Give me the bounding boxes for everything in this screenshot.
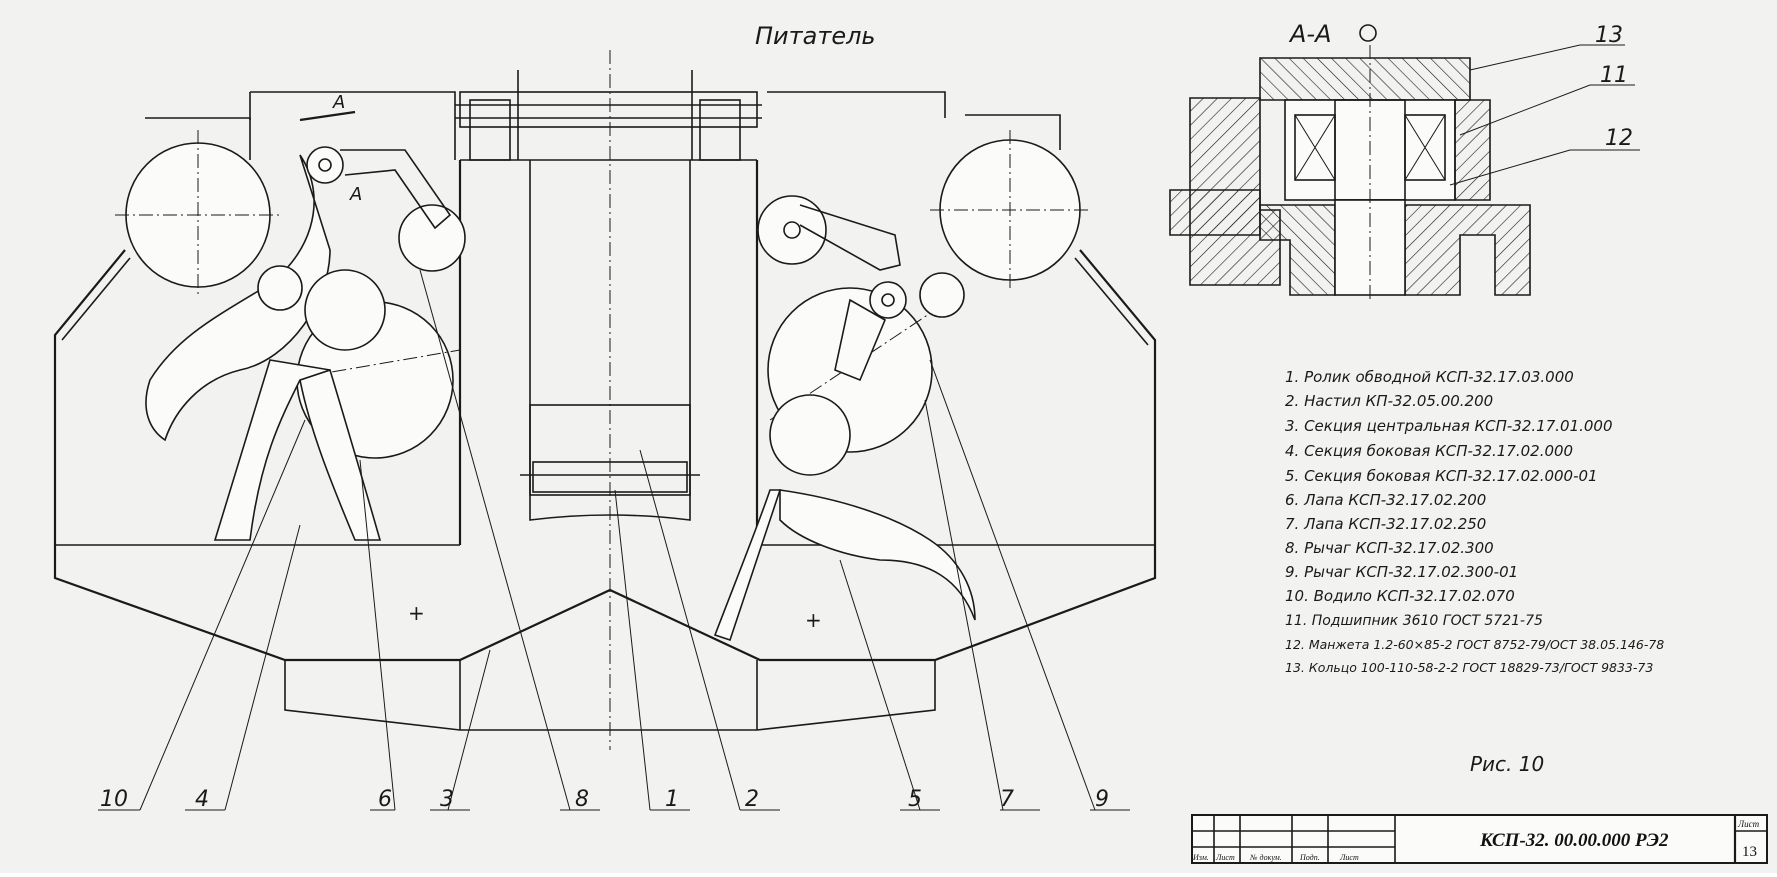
parts-list-item: 6. Лапа КСП-32.17.02.200 [1285, 491, 1486, 509]
callout-2: 2 [745, 787, 759, 812]
tb-col-date: Лист [1339, 853, 1359, 862]
title-block: Изм. Лист № докум. Подп. Лист КСП-32. 00… [1191, 814, 1768, 864]
callout-7: 7 [1000, 787, 1014, 812]
parts-list-item: 9. Рычаг КСП-32.17.02.300-01 [1285, 563, 1518, 581]
tb-col-sign: Подп. [1299, 853, 1320, 862]
callout-10: 10 [100, 787, 128, 812]
figure-caption: Рис. 10 [1470, 752, 1544, 776]
parts-list-item: 13. Кольцо 100-110-58-2-2 ГОСТ 18829-73/… [1285, 660, 1653, 675]
tb-col-doc: № докум. [1249, 853, 1282, 862]
section-callout-13: 13 [1595, 23, 1623, 48]
left-idler [398, 204, 466, 272]
left-long-paw [299, 368, 382, 541]
parts-list-item: 10. Водило КСП-32.17.02.070 [1285, 587, 1515, 605]
parts-list-item: 12. Манжета 1.2-60×85-2 ГОСТ 8752-79/ОСТ… [1285, 637, 1664, 652]
section-callout-11: 11 [1600, 63, 1628, 88]
feeder-body [53, 50, 1157, 750]
left-mechanism: А А + [115, 92, 466, 625]
section-title: А-А [1288, 20, 1332, 48]
callout-1: 1 [665, 787, 679, 812]
callout-5: 5 [908, 787, 922, 812]
parts-list-item: 1. Ролик обводной КСП-32.17.03.000 [1285, 368, 1574, 386]
section-callout-12: 12 [1605, 126, 1633, 151]
parts-list-item: 5. Секция боковая КСП-32.17.02.000-01 [1285, 467, 1598, 485]
callout-9: 9 [1095, 787, 1109, 812]
callout-labels: 10 4 6 3 8 1 2 5 7 9 [100, 787, 1109, 812]
tb-sheet-number: 13 [1742, 844, 1757, 860]
parts-list-item: 3. Секция центральная КСП-32.17.01.000 [1285, 417, 1613, 435]
right-paw [779, 489, 976, 621]
left-roller [304, 269, 386, 351]
tb-sheet-label: Лист [1737, 819, 1760, 829]
callout-3: 3 [440, 787, 454, 812]
right-mechanism: + [713, 114, 1090, 642]
callout-4: 4 [195, 787, 209, 812]
parts-list-item: 11. Подшипник 3610 ГОСТ 5721-75 [1285, 613, 1543, 629]
callout-8: 8 [575, 787, 589, 812]
right-idler [757, 195, 827, 265]
section-mark-top: А [332, 92, 345, 113]
svg-text:+: + [805, 608, 822, 632]
drawing-title: Питатель [755, 22, 876, 50]
section-mark-bottom: А [349, 184, 362, 205]
tb-col-list: Лист [1215, 853, 1235, 862]
parts-list-item: 4. Секция боковая КСП-32.17.02.000 [1285, 442, 1573, 460]
parts-list-item: 2. Настил КП-32.05.00.200 [1285, 392, 1493, 410]
parts-list-item: 8. Рычаг КСП-32.17.02.300 [1285, 539, 1494, 557]
callout-6: 6 [378, 787, 392, 812]
parts-list-item: 7. Лапа КСП-32.17.02.250 [1285, 515, 1486, 533]
right-long-paw [713, 489, 782, 642]
tb-col-izm: Изм. [1192, 853, 1209, 862]
svg-text:+: + [408, 601, 425, 625]
right-roller [769, 394, 851, 476]
tb-designation: КСП-32. 00.00.000 РЭ2 [1479, 830, 1669, 851]
callout-leaders [98, 269, 1130, 811]
parts-list: 1. Ролик обводной КСП-32.17.03.000 2. На… [1285, 368, 1664, 675]
section-view: А-А 13 11 12 [1169, 20, 1640, 300]
